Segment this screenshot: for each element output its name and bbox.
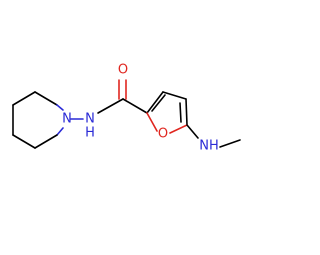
atom-label-n-amide: N: [85, 112, 95, 127]
bond-c2-c3: [146, 91, 164, 114]
bond-n-c: [56, 127, 64, 136]
furan-ring: [146, 91, 188, 134]
atom-label-o-furan: O: [158, 127, 168, 142]
piperidine-ring: [12, 91, 64, 149]
bond-c-c: [34, 91, 58, 106]
atom-label-h-amide: H: [85, 126, 95, 141]
structure-canvas: N N H O O NH: [12, 62, 241, 154]
atom-label-nh-amine: NH: [199, 139, 219, 154]
bond-c4-c5: [185, 98, 188, 126]
atom-label-n-ring: N: [62, 112, 72, 127]
molecule-drawing: N N H O O NH: [12, 63, 241, 154]
bond-c2-c3-inner: [151, 94, 166, 112]
atom-label-o-carbonyl: O: [118, 63, 128, 78]
carbonyl-double-bond: [118, 79, 127, 100]
bond-c4-c5-inner: [179, 102, 182, 123]
bond-n-methyl: [219, 139, 241, 148]
bond-c3-c4: [162, 91, 187, 100]
bond-c-n: [56, 104, 64, 111]
bond-c-c-furan: [122, 98, 148, 114]
bond-c-c: [12, 91, 36, 106]
bond-c-c: [34, 134, 58, 149]
bond-o-c2: [146, 112, 158, 132]
bond-n-c-carbonyl: [97, 98, 124, 114]
bond-c5-o: [169, 124, 188, 134]
bond-c5-n: [186, 124, 199, 139]
bond-c-c: [12, 134, 36, 149]
